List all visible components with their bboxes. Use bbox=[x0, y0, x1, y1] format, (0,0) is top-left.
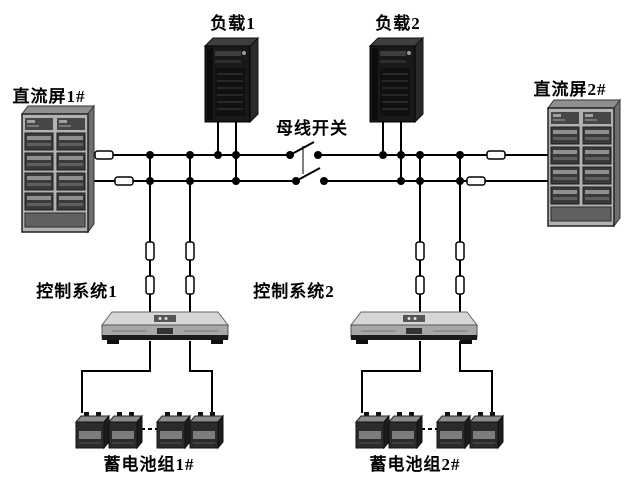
junction-dot bbox=[397, 151, 405, 159]
junction-dot bbox=[456, 177, 464, 185]
junction-dot bbox=[379, 151, 387, 159]
server-tower-load1-icon bbox=[204, 37, 259, 123]
fuse-icon bbox=[455, 241, 465, 261]
battery1-wires bbox=[81, 341, 213, 413]
dc-panel-cabinet-2-icon bbox=[548, 100, 620, 226]
control1-drop-wires bbox=[149, 155, 191, 318]
junction-dot bbox=[146, 177, 154, 185]
battery-group2-label: 蓄电池组2# bbox=[369, 455, 461, 474]
junction-dot bbox=[214, 151, 222, 159]
bus-switch-label: 母线开关 bbox=[276, 119, 348, 138]
fuse-icon bbox=[145, 241, 155, 261]
switch-contact-dot bbox=[314, 151, 322, 159]
load1-feeder-wires bbox=[217, 122, 237, 181]
battery-cell-icon bbox=[355, 411, 390, 449]
battery-cell-icon bbox=[388, 411, 423, 449]
control-system2-label: 控制系统2 bbox=[253, 282, 335, 301]
battery-cell-icon bbox=[108, 411, 143, 449]
junction-dot bbox=[397, 177, 405, 185]
junction-dot bbox=[456, 151, 464, 159]
fuse-icon bbox=[185, 275, 195, 295]
battery-cell-icon bbox=[469, 411, 504, 449]
control-system1-label: 控制系统1 bbox=[36, 282, 118, 301]
load2-feeder-wires bbox=[382, 122, 402, 181]
fuse-icon bbox=[466, 176, 486, 186]
fuses bbox=[94, 150, 506, 295]
fuse-icon bbox=[185, 241, 195, 261]
control-rack-1-icon bbox=[101, 311, 229, 345]
switch-contact-dot bbox=[286, 151, 294, 159]
fuse-icon bbox=[455, 275, 465, 295]
fuse-icon bbox=[94, 150, 114, 160]
battery2-wires bbox=[361, 341, 493, 413]
dc-panel-cabinet-1-icon bbox=[22, 106, 94, 232]
junction-dot bbox=[146, 151, 154, 159]
battery-cell-icon bbox=[436, 411, 471, 449]
fuse-icon bbox=[145, 275, 155, 295]
fuse-icon bbox=[114, 176, 134, 186]
fuse-icon bbox=[415, 241, 425, 261]
fuse-icon bbox=[415, 275, 425, 295]
fuse-icon bbox=[486, 150, 506, 160]
junction-dot bbox=[186, 177, 194, 185]
load2-label: 负载2 bbox=[375, 14, 421, 33]
junction-dot bbox=[416, 151, 424, 159]
battery-cell-icon bbox=[156, 411, 191, 449]
battery-cell-icon bbox=[189, 411, 224, 449]
junction-dot bbox=[416, 177, 424, 185]
battery-group1-label: 蓄电池组1# bbox=[103, 455, 195, 474]
dc-panel1-label: 直流屏1# bbox=[12, 87, 86, 106]
switch-contact-dot bbox=[292, 177, 300, 185]
control-rack-2-icon bbox=[350, 311, 478, 345]
load1-label: 负载1 bbox=[210, 14, 256, 33]
dc-panel2-label: 直流屏2# bbox=[533, 80, 607, 99]
server-tower-load2-icon bbox=[369, 37, 424, 123]
control2-drop-wires bbox=[419, 155, 461, 318]
bus-switch-symbol bbox=[289, 141, 321, 182]
switch-blade-bottom bbox=[295, 167, 321, 182]
junction-dot bbox=[232, 177, 240, 185]
battery-cell-icon bbox=[75, 411, 110, 449]
junction-dots bbox=[146, 151, 464, 185]
switch-contact-dot bbox=[320, 177, 328, 185]
switch-blade-top bbox=[289, 141, 315, 156]
junction-dot bbox=[186, 151, 194, 159]
junction-dot bbox=[232, 151, 240, 159]
